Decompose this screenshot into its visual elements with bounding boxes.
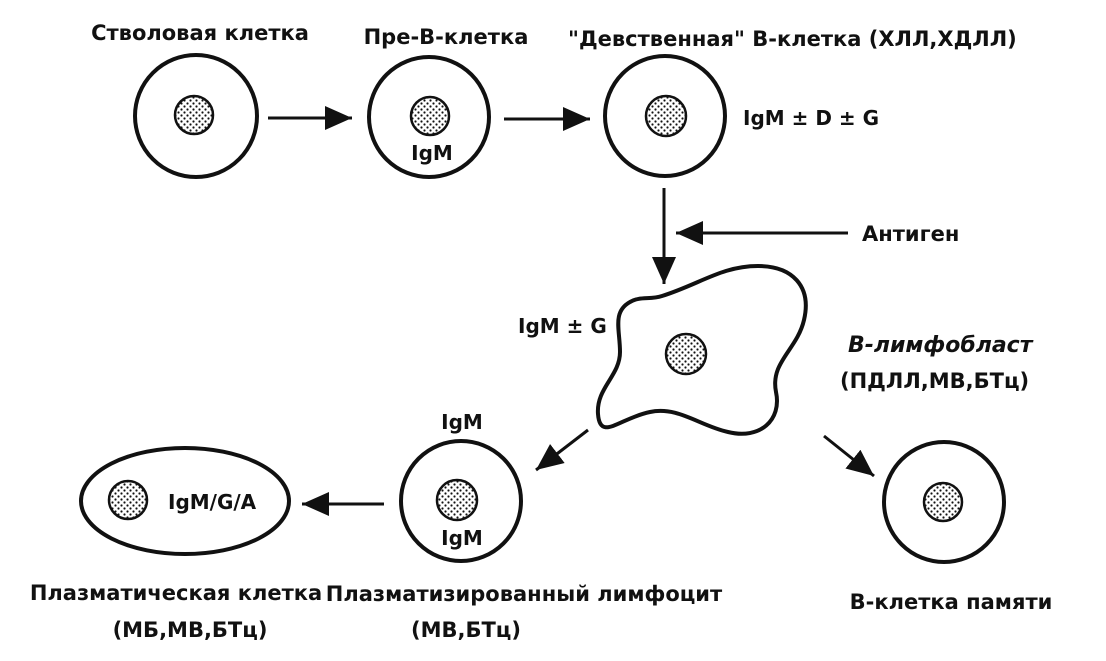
plasmacytoid-marker-inner: IgM	[441, 526, 483, 550]
memory-b-cell	[882, 440, 1006, 564]
pre-b-cell-marker: IgM	[411, 141, 453, 165]
lymphoblast-marker: IgM ± G	[518, 314, 607, 338]
stem-cell-nucleus	[173, 94, 215, 136]
plasmacytoid-lymphocyte	[399, 439, 523, 563]
naive-b-cell-label: "Девственная" В-клетка (ХЛЛ,ХДЛЛ)	[568, 27, 1017, 51]
plasmacytoid-diseases: (МВ,БТц)	[411, 618, 521, 642]
lymphoblast-nucleus	[664, 332, 708, 376]
memory-b-cell-label: В-клетка памяти	[850, 590, 1053, 614]
naive-b-cell-nucleus	[644, 94, 688, 138]
arrow-lymphoblast-to-plasmacytoid	[535, 428, 589, 472]
plasma-cell	[79, 446, 291, 556]
lymphoblast-label: В-лимфобласт	[848, 333, 1034, 358]
plasmacytoid-nucleus	[435, 478, 479, 522]
arrow-lymphoblast-to-memory	[823, 434, 875, 478]
plasmacytoid-label: Плазматизированный лимфоцит	[326, 582, 723, 606]
pre-b-cell-label: Пре-В-клетка	[364, 25, 529, 49]
naive-b-cell-marker: IgM ± D ± G	[743, 106, 879, 130]
antigen-label: Антиген	[862, 222, 959, 246]
b-lymphoblast	[595, 263, 808, 436]
pre-b-cell	[367, 55, 491, 179]
stem-cell-label: Стволовая клетка	[91, 21, 309, 45]
plasma-cell-label: Плазматическая клетка	[30, 581, 322, 605]
memory-b-cell-nucleus	[922, 481, 964, 523]
stem-cell	[133, 53, 259, 179]
lymphoblast-diseases: (ПДЛЛ,МВ,БТц)	[840, 369, 1029, 393]
naive-b-cell	[603, 54, 727, 178]
pre-b-cell-nucleus	[409, 95, 451, 137]
plasma-cell-diseases: (МБ,МВ,БТц)	[113, 618, 268, 642]
plasma-cell-nucleus	[107, 479, 149, 521]
plasma-cell-marker: IgM/G/A	[168, 490, 257, 514]
plasmacytoid-marker-top: IgM	[441, 410, 483, 434]
